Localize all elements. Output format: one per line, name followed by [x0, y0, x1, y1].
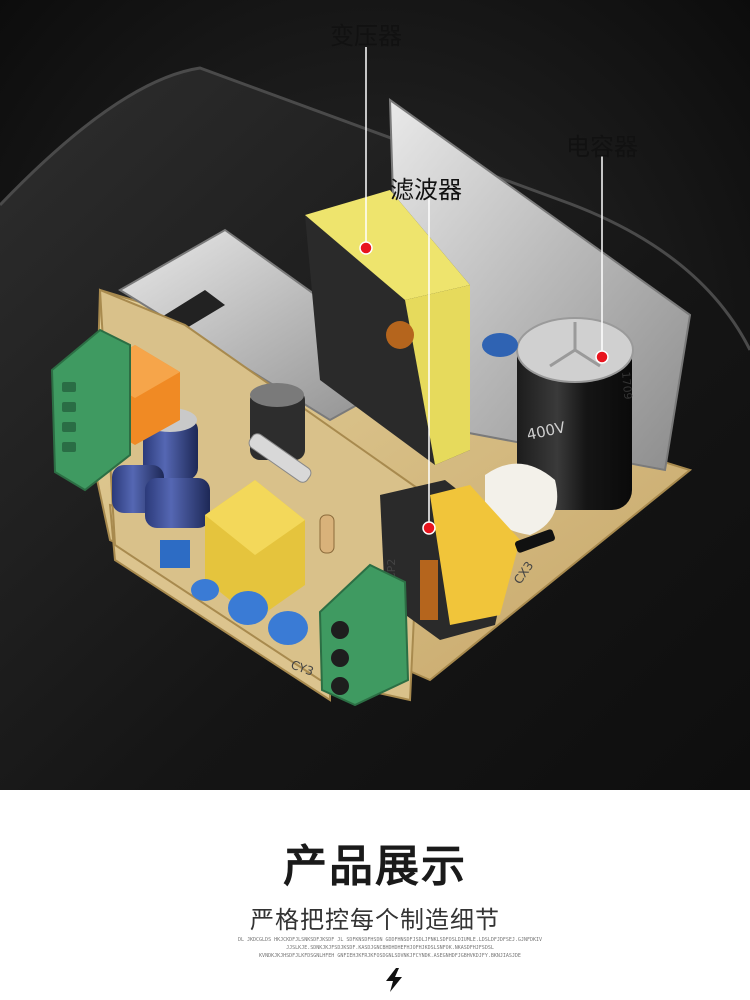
terminal-right-screws: [331, 621, 349, 695]
small-capacitor-3: [145, 478, 210, 528]
fine-print-line: KVNDKJKJHSDFJLKFDSGNLHFEH GNFIEHJKFRJKFO…: [259, 953, 521, 959]
blue-disc-2: [268, 611, 308, 645]
terminal-block-right: [318, 563, 410, 707]
section-title: 产品展示: [283, 841, 467, 892]
fine-print: DL JKDCGLDS HKJCKDFJLSNKSDFJKSDF JL SDFK…: [235, 936, 545, 960]
white-glue: [485, 463, 558, 535]
filter-winding: [420, 560, 438, 620]
blue-disc-3: [191, 579, 219, 601]
fuse: [248, 433, 312, 483]
capacitor-vent: [549, 322, 601, 368]
fine-print-line: JJSLKJE.SDNKJKJFSDJKSDF.KASDJGNCBHDHDHEF…: [286, 945, 494, 951]
blue-potentiometer: [160, 540, 190, 568]
transformer-label: 变压器: [330, 22, 402, 50]
blue-disc-1: [228, 591, 268, 625]
caption-section: 产品展示 严格把控每个制造细节 DL JKDCGLDS HKJCKDFJLSNK…: [0, 790, 750, 1000]
black-capacitor-top: [250, 383, 304, 407]
capacitor-label: 电容器: [566, 133, 638, 161]
filter-bobbin: [430, 485, 520, 625]
red-marker-dot-icon: [422, 521, 436, 535]
resistor: [319, 514, 335, 554]
capacitor-code: 1709: [619, 371, 634, 400]
blue-disc-capacitor: [482, 333, 518, 357]
product-photo: 400V 1709 CX3 CY3 CP2: [0, 0, 750, 790]
red-marker-dot-icon: [595, 350, 609, 364]
small-capacitor-1: [143, 418, 198, 480]
lightning-bolt-icon: [386, 968, 402, 992]
terminal-left-screws: [62, 382, 76, 452]
filter-label: 滤波器: [390, 176, 462, 204]
section-subtitle: 严格把控每个制造细节: [250, 906, 500, 934]
transformer-tape-side: [405, 285, 470, 465]
case-rim: [0, 66, 750, 351]
red-marker-dot-icon: [359, 241, 373, 255]
fine-print-line: DL JKDCGLDS HKJCKDFJLSNKSDFJKSDF JL SDFK…: [237, 937, 543, 943]
diode: [514, 529, 556, 553]
transformer-coil: [386, 321, 414, 349]
yellow-x-capacitor-top: [205, 480, 305, 555]
